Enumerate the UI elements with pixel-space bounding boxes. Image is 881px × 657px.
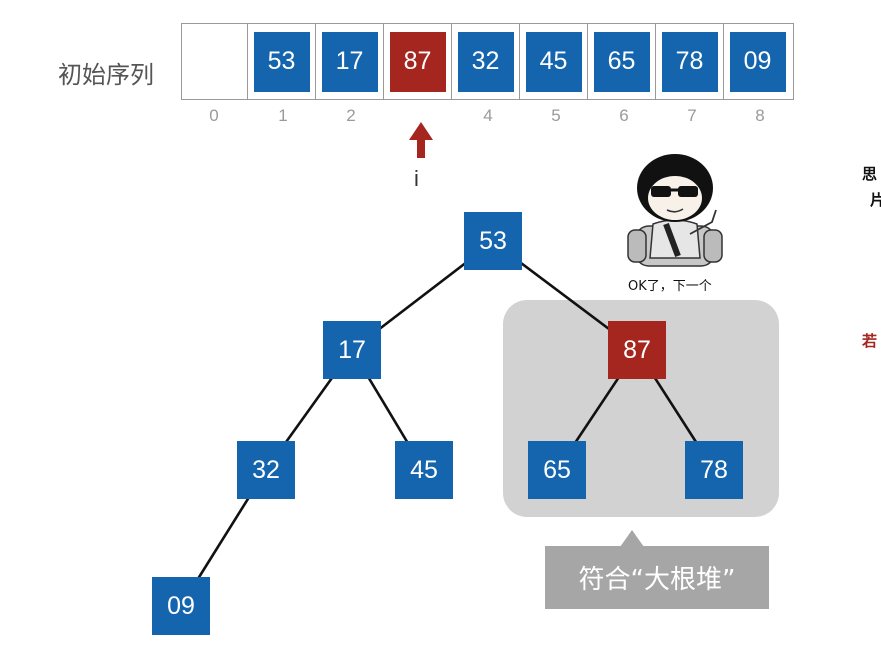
tree-node-87-current: 87 xyxy=(608,321,666,379)
array-value-5: 45 xyxy=(525,31,582,92)
array-index-0: 0 xyxy=(209,106,219,125)
array-slot-5: 45 xyxy=(519,24,587,99)
pointer-arrow-icon xyxy=(409,122,433,158)
sequence-label: 初始序列 xyxy=(58,61,154,89)
array-slot-3: 87 xyxy=(383,24,451,99)
tree-node-09: 09 xyxy=(152,577,210,635)
tree-node-53: 53 xyxy=(464,212,522,270)
side-text-2: 片 xyxy=(870,191,881,209)
array-value-8: 09 xyxy=(729,31,786,92)
side-text-1: 思 xyxy=(862,165,878,183)
array-slot-7: 78 xyxy=(655,24,723,99)
side-text-3: 若 xyxy=(862,332,878,350)
array-index-6: 6 xyxy=(619,106,629,125)
array-index-7: 7 xyxy=(687,106,697,125)
array-value-6: 65 xyxy=(593,31,650,92)
array-index-1: 1 xyxy=(278,106,288,125)
array-index-2: 2 xyxy=(346,106,356,125)
pointer-label: i xyxy=(414,166,419,191)
tree-node-65: 65 xyxy=(528,441,586,499)
sunglasses-meme-icon xyxy=(627,154,723,267)
array-slot-6: 65 xyxy=(587,24,655,99)
tree-node-17: 17 xyxy=(323,321,381,379)
array-value-4: 32 xyxy=(457,31,514,92)
array-value-1: 53 xyxy=(253,31,310,92)
array-slot-4: 32 xyxy=(451,24,519,99)
array-slot-2: 17 xyxy=(315,24,383,99)
tree-node-32: 32 xyxy=(237,441,295,499)
array-index-8: 8 xyxy=(755,106,765,125)
array-slot-8: 09 xyxy=(723,24,791,99)
array-index-5: 5 xyxy=(551,106,561,125)
heap-ok-callout: 符合“大根堆” xyxy=(545,546,769,609)
array-value-2: 17 xyxy=(321,31,378,92)
tree-node-78: 78 xyxy=(685,441,743,499)
array-value-3-current: 87 xyxy=(389,31,446,92)
array-index-4: 4 xyxy=(483,106,493,125)
array-slot-1: 53 xyxy=(247,24,315,99)
sequence-array: 53 17 87 32 45 65 78 09 xyxy=(181,23,794,100)
meme-caption: OK了，下一个 xyxy=(628,279,712,294)
array-value-7: 78 xyxy=(661,31,718,92)
tree-node-45: 45 xyxy=(395,441,453,499)
callout-pointer-icon xyxy=(620,530,644,547)
